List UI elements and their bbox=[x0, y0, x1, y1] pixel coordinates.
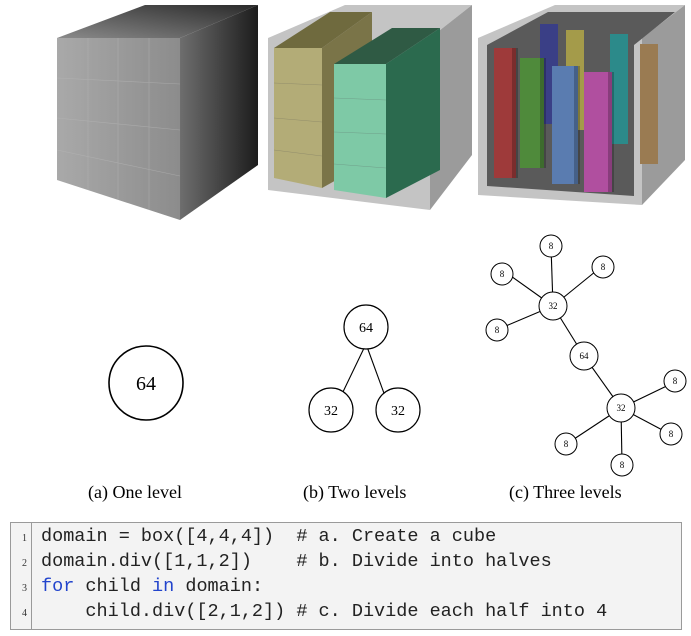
code-line: domain.div([1,1,2]) # b. Divide into hal… bbox=[41, 551, 552, 572]
cube-three-levels bbox=[478, 5, 685, 205]
code-line: domain = box([4,4,4]) # a. Create a cube bbox=[41, 526, 497, 547]
caption-c: (c) Three levels bbox=[509, 482, 622, 502]
code-comment: # a. Create a cube bbox=[296, 526, 497, 547]
tree-node-label: 8 bbox=[673, 376, 678, 386]
line-number: 1 bbox=[22, 533, 27, 544]
line-number: 2 bbox=[22, 558, 27, 569]
tree-node-label: 8 bbox=[564, 439, 569, 449]
tree-node-label: 64 bbox=[136, 373, 156, 395]
gutter-divider bbox=[31, 523, 32, 629]
tree-node-label: 8 bbox=[495, 325, 500, 335]
line-number: 4 bbox=[22, 608, 27, 619]
code-keyword: for bbox=[41, 576, 75, 597]
caption-a: (a) One level bbox=[88, 482, 182, 502]
tree-node-label: 32 bbox=[324, 404, 338, 419]
cube-one-level bbox=[56, 5, 258, 220]
tree-node-label: 64 bbox=[580, 351, 590, 361]
tree-node-label: 8 bbox=[601, 262, 606, 272]
tree-node-label: 32 bbox=[549, 301, 558, 311]
caption-b: (b) Two levels bbox=[303, 482, 407, 502]
tree-two-levels: 64 32 32 bbox=[308, 304, 421, 433]
code-line: for child in domain: bbox=[41, 576, 264, 597]
tree-node-label: 32 bbox=[391, 404, 405, 419]
tree-one-level: 64 bbox=[108, 345, 184, 421]
tree-node-root bbox=[108, 345, 184, 421]
code-comment: # b. Divide into halves bbox=[296, 551, 552, 572]
tree-node-label: 8 bbox=[549, 241, 554, 251]
tree-node-label: 64 bbox=[359, 321, 373, 336]
tree-node-label: 8 bbox=[620, 460, 625, 470]
code-keyword: in bbox=[152, 576, 175, 597]
code-listing: 1 2 3 4 domain = box([4,4,4]) # a. Creat… bbox=[10, 522, 682, 630]
tree-node-label: 8 bbox=[500, 269, 505, 279]
tree-node-label: 32 bbox=[617, 403, 626, 413]
cube-two-levels bbox=[268, 5, 472, 210]
code-comment: # c. Divide each half into 4 bbox=[296, 601, 608, 622]
tree-node-label: 8 bbox=[669, 429, 674, 439]
line-number: 3 bbox=[22, 583, 27, 594]
tree-three-levels bbox=[485, 234, 687, 477]
code-line: child.div([2,1,2]) # c. Divide each half… bbox=[41, 601, 608, 622]
figure-illustration: 64 64 32 32 32 64 32 8 8 8 8 8 8 8 8 bbox=[56, 5, 687, 477]
